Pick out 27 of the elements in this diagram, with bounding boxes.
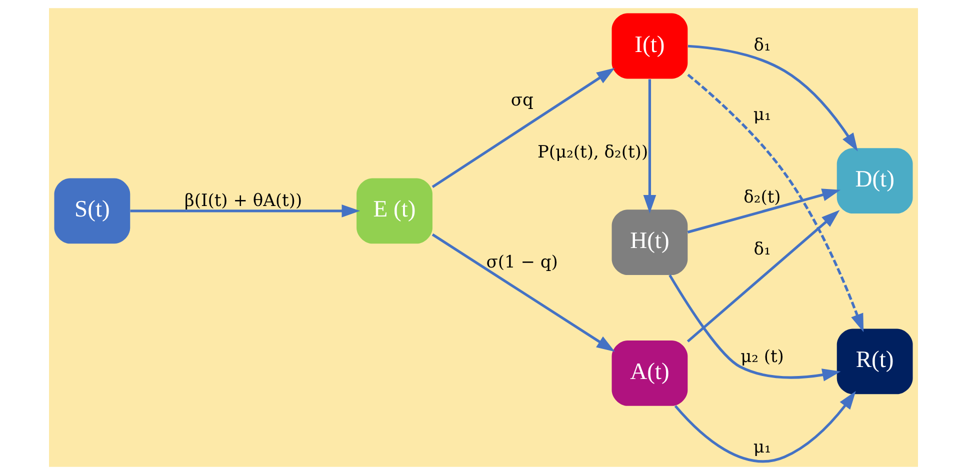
node-box: A(t) bbox=[611, 340, 688, 406]
arrow bbox=[674, 391, 856, 463]
edge-label: δ₂(t) bbox=[743, 187, 780, 208]
edge-label: δ₁ bbox=[753, 240, 770, 260]
arrow bbox=[686, 210, 840, 342]
node-box: R(t) bbox=[836, 328, 912, 394]
node-box: I(t) bbox=[611, 13, 688, 79]
arrow bbox=[687, 44, 858, 152]
arrow bbox=[431, 233, 614, 352]
arrow bbox=[431, 68, 614, 188]
edge-label: μ₁ bbox=[752, 437, 771, 458]
edge-label: μ₂ (t) bbox=[740, 346, 784, 367]
edge-label: σq bbox=[510, 90, 533, 110]
edge-label: δ₁ bbox=[753, 35, 770, 56]
edge-label: P(μ₂(t), δ₂(t)) bbox=[536, 142, 648, 163]
node-box: D(t) bbox=[836, 148, 912, 214]
arrow bbox=[130, 204, 360, 218]
node-box: S(t) bbox=[54, 178, 130, 244]
edge-label: β(I(t) + θA(t)) bbox=[184, 191, 302, 212]
edge-label: μ₁ bbox=[752, 104, 771, 125]
arrow bbox=[686, 188, 840, 234]
arrow bbox=[686, 74, 864, 332]
node-box: H(t) bbox=[611, 210, 688, 276]
node-box: E (t) bbox=[356, 178, 432, 244]
edge-label: σ(1 − q) bbox=[486, 252, 558, 273]
arrow bbox=[668, 274, 840, 382]
arrow bbox=[642, 79, 656, 214]
